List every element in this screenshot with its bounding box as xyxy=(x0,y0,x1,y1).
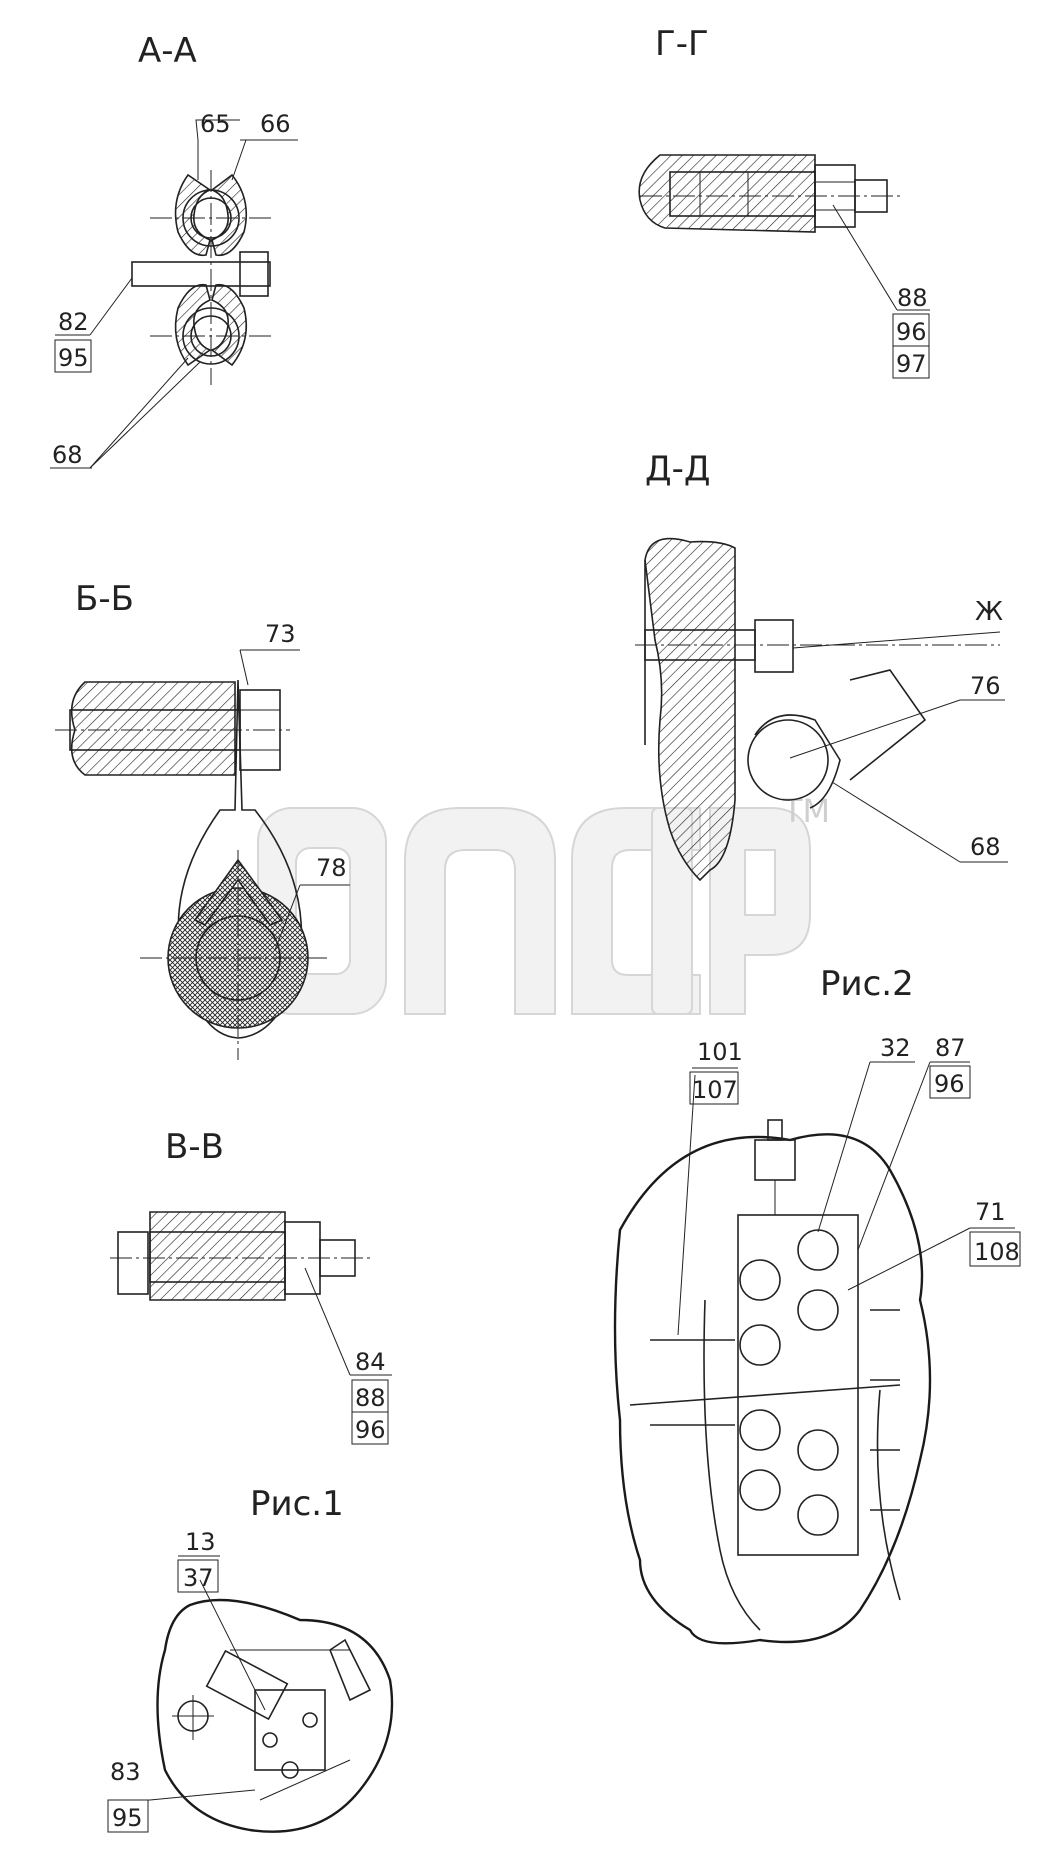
figure-2: Рис.2 101 107 32 87 96 71 108 xyxy=(613,964,1021,1645)
callout-gg-88: 88 xyxy=(897,284,928,312)
callout-aa-95: 95 xyxy=(58,344,89,372)
section-vv: В-В 84 88 96 xyxy=(110,1127,392,1445)
callout-bb-78: 78 xyxy=(316,854,347,882)
section-bb-title: Б-Б xyxy=(75,579,134,619)
section-dd: Д-Д Ж 76 68 xyxy=(635,449,1008,882)
callout-f2-101: 101 xyxy=(697,1038,743,1066)
callout-aa-66: 66 xyxy=(260,110,291,138)
callout-f1-95: 95 xyxy=(112,1804,143,1832)
callout-bb-73: 73 xyxy=(265,620,296,648)
callout-f2-71: 71 xyxy=(975,1198,1006,1226)
callout-dd-68: 68 xyxy=(970,833,1001,861)
watermark-logo: TM xyxy=(257,792,830,1015)
callout-gg-97: 97 xyxy=(896,350,927,378)
callout-f1-13: 13 xyxy=(185,1528,216,1556)
callout-f2-108: 108 xyxy=(974,1238,1020,1266)
callout-aa-65: 65 xyxy=(200,110,231,138)
section-bb: Б-Б 73 78 xyxy=(55,579,350,1060)
callout-f1-83: 83 xyxy=(110,1758,141,1786)
callout-f2-107: 107 xyxy=(692,1076,738,1104)
section-aa-title: А-А xyxy=(138,31,197,71)
figure-1: Рис.1 13 37 83 95 xyxy=(107,1484,394,1833)
figure-1-title: Рис.1 xyxy=(250,1484,344,1524)
callout-f2-32: 32 xyxy=(880,1034,911,1062)
section-aa: А-А 65 66 82 95 68 xyxy=(50,31,298,469)
callout-vv-88: 88 xyxy=(355,1384,386,1412)
callout-vv-96: 96 xyxy=(355,1416,386,1444)
section-gg: Г-Г 88 96 97 xyxy=(638,24,930,379)
callout-f1-37: 37 xyxy=(183,1564,214,1592)
section-gg-title: Г-Г xyxy=(655,24,709,64)
callout-aa-82: 82 xyxy=(58,308,89,336)
callout-vv-84: 84 xyxy=(355,1348,386,1376)
section-dd-title: Д-Д xyxy=(645,449,710,489)
callout-dd-76: 76 xyxy=(970,672,1001,700)
figure-2-title: Рис.2 xyxy=(820,964,914,1004)
callout-dd-zh: Ж xyxy=(975,597,1003,627)
callout-f2-96: 96 xyxy=(934,1070,965,1098)
callout-gg-96: 96 xyxy=(896,318,927,346)
callout-aa-68: 68 xyxy=(52,441,83,469)
callout-f2-87: 87 xyxy=(935,1034,966,1062)
section-vv-title: В-В xyxy=(165,1127,224,1167)
